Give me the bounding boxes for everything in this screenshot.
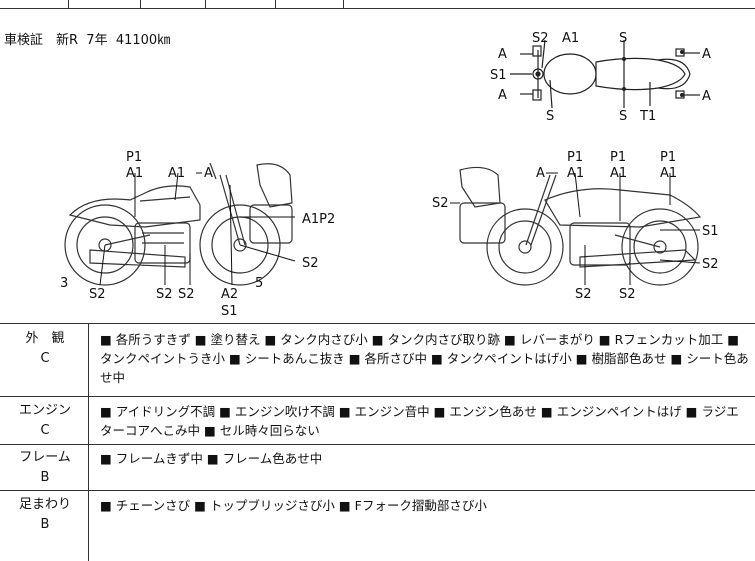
section-divider — [0, 444, 755, 445]
tv-label-a-right-bottom: A — [702, 89, 711, 104]
lv-label-s1: S1 — [221, 304, 238, 319]
lv-label-a-mirror: A — [204, 166, 213, 181]
header-divider — [343, 0, 344, 8]
lv-label-s2-mid1: S2 — [156, 287, 173, 302]
registration-info: 車検証 新R 7年 41100㎞ — [4, 33, 171, 48]
tv-label-t1: T1 — [639, 109, 656, 124]
tv-label-a-right-top: A — [702, 47, 711, 62]
lv-label-s2-right: S2 — [302, 256, 319, 271]
rv-label-s2-b1: S2 — [575, 287, 592, 302]
lv-label-a1-a: A1 — [126, 166, 143, 181]
section-divider — [0, 396, 755, 397]
tv-label-s-top: S — [619, 31, 627, 46]
lv-label-s2-mid2: S2 — [178, 287, 195, 302]
section-text-engine: ■ アイドリング不調 ■ エンジン吹け不調 ■ エンジン音中 ■ エンジン色あせ… — [100, 404, 739, 438]
rv-label-p1-c: P1 — [660, 150, 676, 165]
section-divider — [0, 323, 755, 324]
rv-label-a1-c: A1 — [660, 166, 677, 181]
section-text-frame: ■ フレームきず中 ■ フレーム色あせ中 — [100, 451, 323, 466]
header-divider — [140, 0, 141, 8]
header-divider — [68, 0, 69, 8]
section-column-divider — [88, 323, 89, 561]
lv-label-a1p2: A1P2 — [302, 212, 335, 227]
header-divider — [205, 0, 206, 8]
lv-label-s2-front: S2 — [89, 287, 106, 302]
top-border — [0, 8, 755, 9]
section-divider — [0, 490, 755, 491]
rv-label-a1-a: A1 — [567, 166, 584, 181]
rv-label-s2-rear: S2 — [432, 196, 449, 211]
rv-label-a-mirror: A — [536, 166, 545, 181]
right-side-view-diagram: A P1 A1 P1 A1 P1 A1 S2 S1 S2 S2 S2 — [432, 150, 719, 302]
section-category-engine: エンジン C — [18, 403, 71, 438]
tv-label-a-left-bottom: A — [498, 88, 507, 103]
tv-label-a-left-top: A — [498, 47, 507, 62]
rv-label-s2-b2: S2 — [619, 287, 636, 302]
left-side-view-diagram: P1 A1 A1 A A1P2 S2 5 3 S2 S2 S2 A2 S1 — [60, 150, 335, 319]
header-divider — [275, 0, 276, 8]
lv-label-five: 5 — [255, 276, 263, 291]
rv-label-s2-right: S2 — [702, 257, 719, 272]
section-text-suspension: ■ チェーンさび ■ トップブリッジさび小 ■ Fフォーク摺動部さび小 — [100, 498, 487, 513]
lv-label-a2: A2 — [221, 287, 238, 302]
section-category-frame: フレーム B — [19, 450, 71, 485]
rv-label-a1-b: A1 — [610, 166, 627, 181]
section-text-exterior: ■ 各所うすきず ■ 塗り替え ■ タンク内さび小 ■ タンク内さび取り跡 ■ … — [100, 332, 749, 385]
rv-label-p1-a: P1 — [567, 150, 583, 165]
section-category-suspension: 足まわり B — [18, 497, 71, 532]
section-category-exterior: 外 観 C — [25, 331, 65, 366]
tv-label-s1: S1 — [490, 68, 507, 83]
tv-label-s-bottom-left: S — [546, 109, 554, 124]
lv-label-a1-b: A1 — [168, 166, 185, 181]
top-view-diagram: S2 A1 S A S1 A S S T1 A A — [490, 31, 711, 124]
tv-label-s2: S2 — [532, 31, 549, 46]
rv-label-p1-b: P1 — [610, 150, 626, 165]
lv-label-p1: P1 — [126, 150, 142, 165]
rv-label-s1: S1 — [702, 224, 719, 239]
lv-label-three: 3 — [60, 276, 68, 291]
tv-label-s-bottom-mid: S — [619, 109, 627, 124]
tv-label-a1: A1 — [562, 31, 579, 46]
